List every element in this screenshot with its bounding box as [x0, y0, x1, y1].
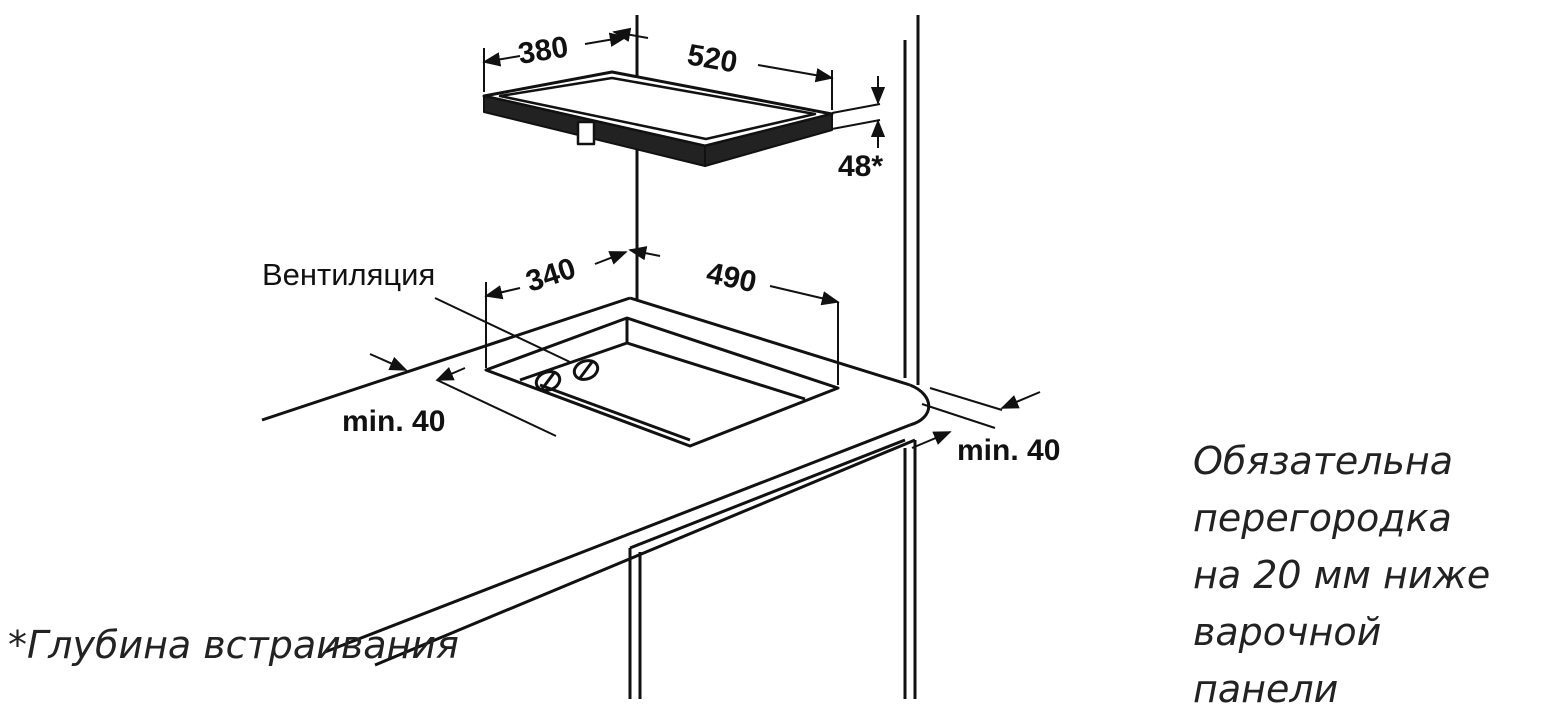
- clearance-front-label: min. 40: [342, 405, 445, 438]
- depth-footnote: *Глубина встраивания: [8, 623, 459, 667]
- cutout-drawing: [484, 316, 840, 448]
- worktop-drawing: [261, 296, 931, 699]
- hob-depth-label: 380: [516, 30, 571, 70]
- hob-drawing: [482, 70, 834, 167]
- wall-lines: [635, 15, 920, 385]
- clearance-dimension-lines: [369, 353, 1041, 449]
- hob-height-label: 48*: [838, 150, 883, 183]
- ventilation-label: Вентиляция: [262, 257, 435, 292]
- partition-note: Обязательна перегородка на 20 мм ниже ва…: [1193, 433, 1538, 718]
- partition-note-line: перегородка: [1193, 496, 1452, 540]
- partition-note-line: варочной панели: [1193, 610, 1382, 711]
- partition-note-line: Обязательна: [1193, 439, 1454, 483]
- clearance-right-label: min. 40: [957, 434, 1060, 467]
- hob-dimension-lines: [482, 27, 886, 148]
- cutout-width-label: 490: [704, 257, 760, 300]
- ventilation-holes: [534, 359, 600, 392]
- ventilation-leader-line: [434, 297, 571, 363]
- cutout-dimension-lines: [484, 246, 840, 385]
- installation-diagram: 380 520 48* Вентиляция 340: [261, 15, 1060, 699]
- partition-note-line: на 20 мм ниже: [1193, 553, 1491, 597]
- cutout-depth-label: 340: [522, 252, 580, 299]
- hob-width-label: 520: [685, 38, 740, 79]
